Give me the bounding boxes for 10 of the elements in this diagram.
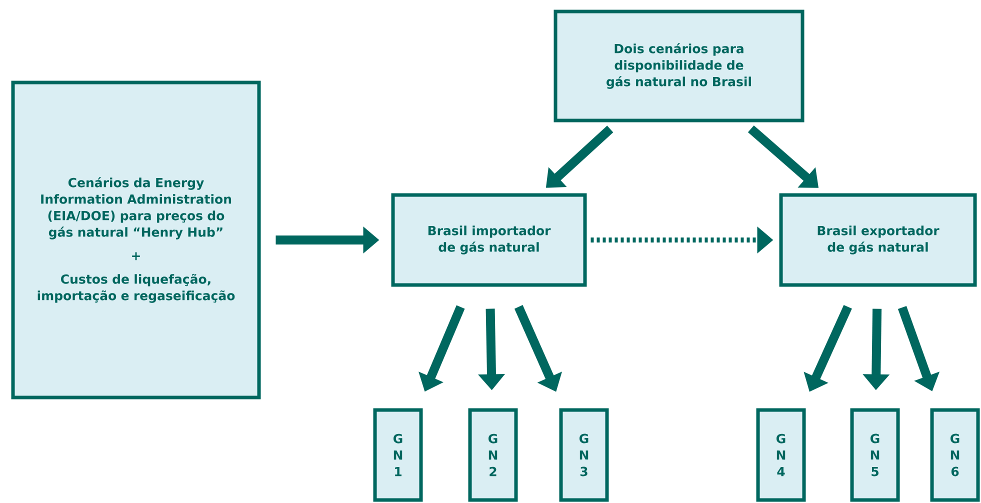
process-box: G N 1 [373,408,423,502]
process-box: Brasil exportador de gás natural [779,193,977,287]
process-box: G N 2 [468,408,518,502]
process-box: Cenários da Energy Information Administration (EIA/DOE) para preços do gás natural “Henry Hub” + Custos de liquefação, importação e regaseificação [11,80,261,400]
process-box: G N 5 [850,408,900,502]
process-box: Brasil importador de gás natural [391,193,587,287]
process-box: Dois cenários para disponibilidade de gás natural no Brasil [554,10,804,122]
process-box: G N 3 [559,408,609,502]
process-box: G N 4 [756,408,806,502]
process-box: G N 6 [930,408,980,502]
